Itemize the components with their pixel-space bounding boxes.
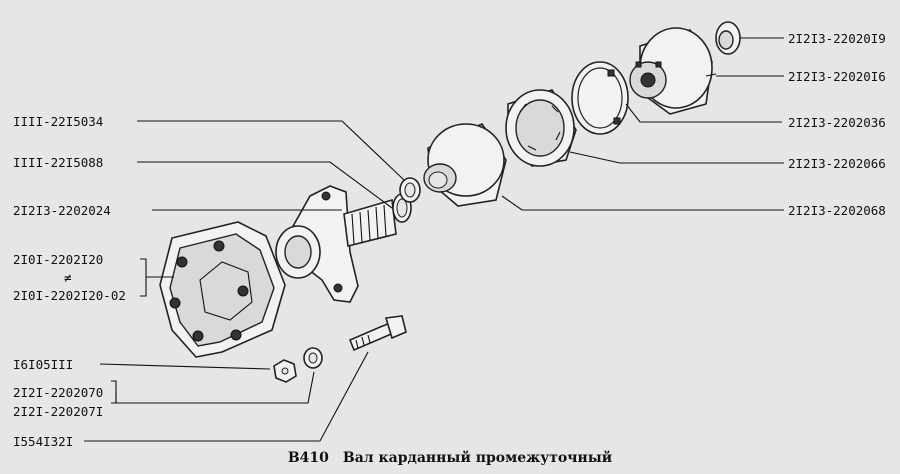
locking-ring xyxy=(399,177,421,203)
part-label-2101-2202120: 2I0I-2202I20 xyxy=(13,252,103,267)
leader-lines-right xyxy=(501,37,784,211)
part-label-16105111: I6I05III xyxy=(13,357,73,372)
figure-caption: В410 Вал карданный промежуточный xyxy=(0,450,900,466)
part-label-21213-2202016: 2I2I3-22020I6 xyxy=(788,69,886,84)
nut xyxy=(273,359,297,383)
figure-title: Вал карданный промежуточный xyxy=(342,450,613,466)
part-label-1111-2215034: IIII-22I5034 xyxy=(13,114,103,129)
bolt xyxy=(348,315,407,352)
part-label-1554132i: I554I32I xyxy=(13,434,73,449)
alternative-symbol: ≠ xyxy=(64,270,72,285)
figure-code: В410 xyxy=(287,450,329,466)
part-label-21213-2202019: 2I2I3-22020I9 xyxy=(788,31,886,46)
part-label-21213-2202068: 2I2I3-2202068 xyxy=(788,203,886,218)
part-label-21213-2202024: 2I2I3-2202024 xyxy=(13,203,111,218)
part-label-2121-2202070: 2I2I-2202070 xyxy=(13,385,103,400)
bearing-cage xyxy=(505,89,577,167)
flange-plate xyxy=(159,221,286,358)
bearing-housing xyxy=(423,122,507,207)
part-label-21213-2202066: 2I2I3-2202066 xyxy=(788,156,886,171)
spring-band xyxy=(571,61,629,135)
part-label-1111-2215088: IIII-22I5088 xyxy=(13,155,103,170)
washer xyxy=(303,347,323,369)
leader-lines-left xyxy=(84,120,405,442)
part-label-2121-2202071: 2I2I-220207I xyxy=(13,404,103,419)
elastic-coupling xyxy=(629,27,717,115)
part-label-21213-2202036: 2I2I3-2202036 xyxy=(788,115,886,130)
shaft-flange xyxy=(275,185,397,303)
cap xyxy=(715,21,741,55)
part-label-2101-2202120-02: 2I0I-2202I20-02 xyxy=(13,288,126,303)
